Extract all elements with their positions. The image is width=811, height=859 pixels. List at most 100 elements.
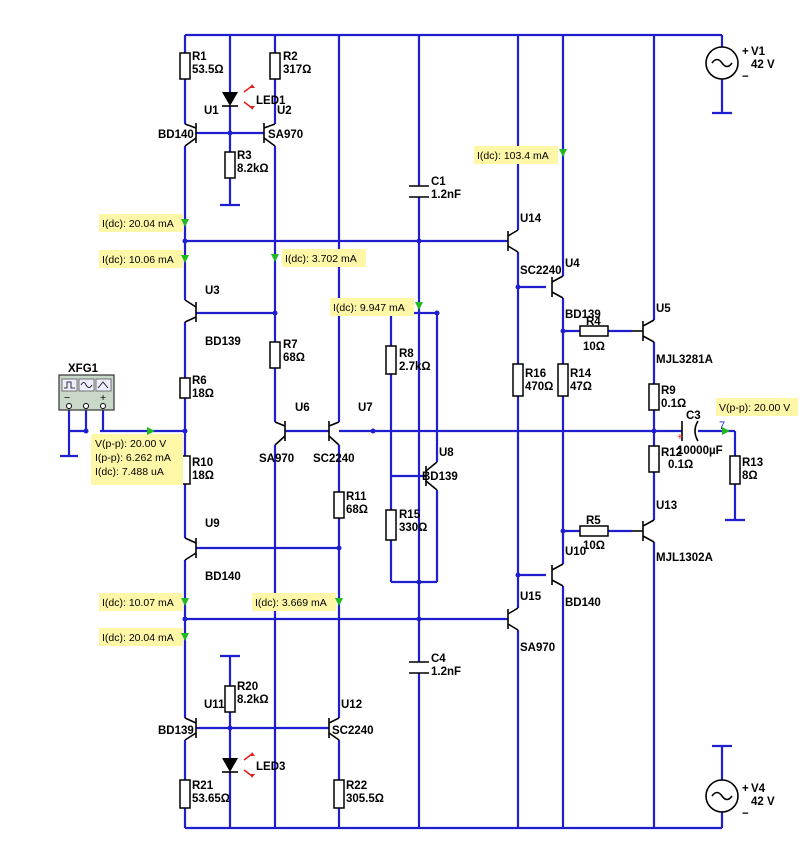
probe-7: V(p-p): 20.00 V — [716, 398, 798, 435]
xfg-plus-marker: + — [100, 392, 106, 404]
probe-6: V(p-p): 20.00 V I(p-p): 6.262 mA I(dc): … — [91, 427, 183, 485]
label-u1-name: U1 — [204, 105, 219, 117]
label-u9-name: U9 — [205, 518, 220, 530]
label-r5-value: 10Ω — [583, 540, 605, 552]
label-u15-name: U15 — [520, 591, 542, 603]
probe-1: I(dc): 103.4 mA — [474, 146, 567, 164]
transistor-u9 — [184, 537, 197, 561]
resistor-r20 — [224, 685, 236, 713]
label-u10-name: U10 — [565, 546, 586, 558]
label-u1-part: BD140 — [158, 129, 194, 141]
labels: R1 53.5Ω R2 317Ω LED1 U1 U2 BD140 SA970 … — [158, 46, 775, 820]
capacitor-c1 — [409, 185, 429, 198]
transistor-u13 — [632, 519, 655, 543]
resistor-r14 — [557, 363, 569, 397]
label-r22-name: R22 — [346, 780, 367, 792]
resistors — [179, 52, 741, 809]
resistor-r2 — [269, 52, 281, 80]
svg-text:I(dc): 7.488 uA: I(dc): 7.488 uA — [95, 466, 164, 478]
label-u15-part: SA970 — [520, 642, 555, 654]
xfg-minus-marker: − — [64, 392, 70, 404]
v1-plus-marker: + — [742, 46, 749, 58]
label-r14-value: 47Ω — [570, 381, 592, 393]
label-c4-value: 1.2nF — [431, 666, 461, 678]
label-c1-name: C1 — [431, 176, 446, 188]
label-u5-name: U5 — [656, 303, 671, 315]
transistors — [184, 123, 655, 741]
function-generator-xfg1: XFG1 − + — [58, 363, 115, 411]
svg-text:I(dc): 3.702 mA: I(dc): 3.702 mA — [285, 253, 357, 265]
v4-minus-marker: − — [742, 808, 749, 820]
label-u3-name: U3 — [205, 285, 220, 297]
svg-text:V(p-p): 20.00 V: V(p-p): 20.00 V — [95, 438, 166, 450]
label-u13-part: MJL1302A — [656, 552, 713, 564]
label-u6-part: SA970 — [259, 453, 294, 465]
label-led1: LED1 — [256, 95, 286, 107]
label-u11-part: BD139 — [158, 725, 194, 737]
probe-2: I(dc): 20.04 mA — [99, 214, 189, 232]
transistor-u14 — [507, 229, 519, 253]
label-r11-name: R11 — [346, 491, 367, 503]
v1-minus-marker: − — [742, 71, 749, 83]
led3 — [222, 752, 255, 778]
svg-text:V(p-p): 20.00 V: V(p-p): 20.00 V — [719, 402, 790, 414]
resistor-r21 — [179, 779, 191, 809]
label-u8-name: U8 — [439, 447, 454, 459]
transistor-u3 — [184, 299, 197, 323]
label-u9-part: BD140 — [205, 571, 241, 583]
label-r14-name: R14 — [570, 368, 592, 380]
label-r1-name: R1 — [192, 51, 207, 63]
capacitors — [409, 185, 699, 674]
label-r21-name: R21 — [192, 780, 214, 792]
probe-9: I(dc): 3.669 mA — [252, 593, 343, 611]
label-u12-part: SC2240 — [332, 725, 374, 737]
label-u7-name: U7 — [358, 402, 373, 414]
resistor-r1 — [179, 52, 191, 80]
label-r4-name: R4 — [586, 316, 601, 328]
resistor-r15 — [385, 509, 397, 541]
svg-text:I(dc): 10.07 mA: I(dc): 10.07 mA — [102, 597, 174, 609]
label-r16-name: R16 — [525, 368, 546, 380]
label-r13-value: 8Ω — [742, 470, 758, 482]
label-u3-part: BD139 — [205, 336, 241, 348]
label-u4-part: BD139 — [565, 309, 601, 321]
label-r1-value: 53.5Ω — [192, 64, 224, 76]
transistor-u7 — [328, 421, 340, 446]
transistor-u2 — [263, 123, 276, 147]
transistor-u12 — [328, 717, 340, 741]
label-u6-name: U6 — [295, 402, 310, 414]
resistor-r4 — [579, 325, 609, 337]
label-r7-name: R7 — [283, 339, 298, 351]
probes: I(dc): 103.4 mA I(dc): 20.04 mA I(dc): 1… — [91, 146, 798, 646]
probe-10: I(dc): 20.04 mA — [99, 628, 189, 646]
label-u14-part: SC2240 — [520, 265, 562, 277]
resistor-r7 — [269, 341, 281, 369]
resistor-r12 — [648, 445, 660, 473]
wires — [60, 33, 745, 830]
source-v4 — [705, 779, 739, 813]
transistor-u4 — [551, 275, 564, 299]
label-c1-value: 1.2nF — [431, 189, 461, 201]
label-r2-value: 317Ω — [283, 64, 311, 76]
label-v4-value: 42 V — [751, 796, 775, 808]
transistor-u11 — [184, 717, 197, 741]
label-r9-value: 0.1Ω — [661, 398, 686, 410]
label-r7-value: 68Ω — [283, 352, 305, 364]
label-u7-part: SC2240 — [313, 453, 355, 465]
transistor-u8 — [425, 461, 438, 491]
resistor-r6 — [179, 377, 191, 399]
label-r21-value: 53.65Ω — [192, 793, 230, 805]
label-xfg1: XFG1 — [68, 363, 99, 375]
label-u8-part: BD139 — [422, 471, 458, 483]
led1 — [222, 84, 255, 110]
label-r15-name: R15 — [399, 509, 421, 521]
label-r16-value: 470Ω — [525, 381, 553, 393]
resistor-r22 — [333, 779, 345, 809]
label-r20-name: R20 — [237, 681, 258, 693]
resistor-r13 — [729, 455, 741, 485]
resistor-r5 — [579, 525, 609, 537]
label-r12-value: 0.1Ω — [668, 459, 693, 471]
label-r10-name: R10 — [192, 457, 213, 469]
label-v1-value: 42 V — [751, 59, 775, 71]
